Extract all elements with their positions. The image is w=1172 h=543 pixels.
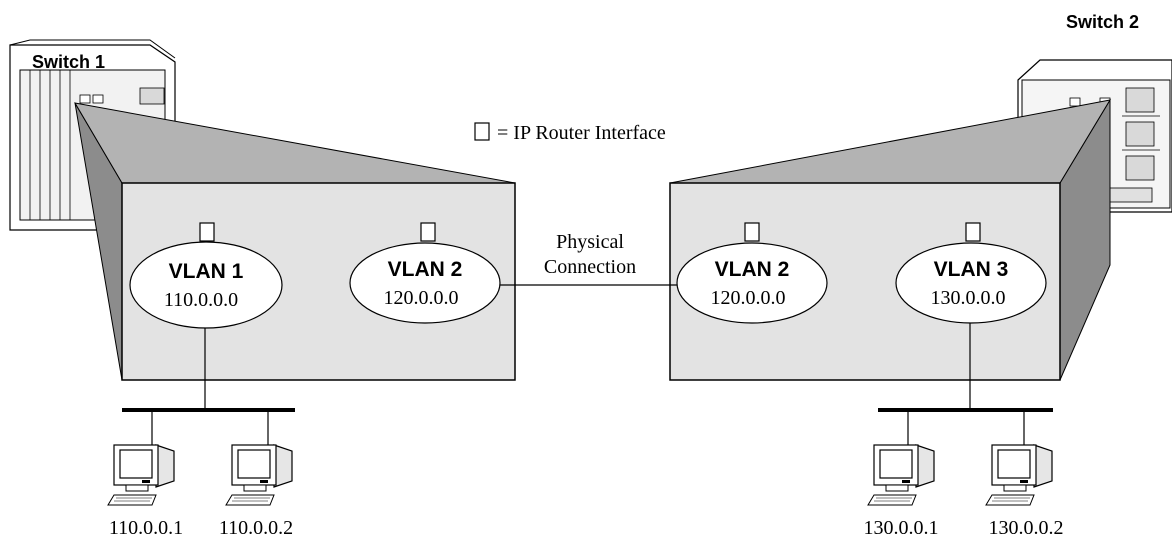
host-computer-icon [867, 444, 935, 506]
host-ip-label: 130.0.0.2 [989, 517, 1064, 539]
host-ip-label: 130.0.0.1 [864, 517, 939, 539]
physical-connection-label-line1: Physical [556, 231, 624, 253]
vlan-name: VLAN 2 [715, 258, 790, 281]
host-ip-label: 110.0.0.1 [109, 517, 183, 539]
switch1-label: Switch 1 [32, 52, 105, 72]
host-computer-icon [107, 444, 175, 506]
host-computer-icon [985, 444, 1053, 506]
router-interface-icon [199, 222, 215, 242]
vlan-name: VLAN 3 [934, 258, 1009, 281]
host-computer-icon [225, 444, 293, 506]
legend-label: = IP Router Interface [497, 122, 666, 144]
router-interface-icon [744, 222, 760, 242]
vlan-name: VLAN 2 [388, 258, 463, 281]
router-interface-legend-icon [474, 122, 490, 141]
lan-segment-110 [122, 328, 295, 445]
switch1-vlan2: VLAN 2 120.0.0.0 [349, 242, 501, 324]
physical-connection-label-line2: Connection [544, 256, 636, 278]
host-ip-label: 110.0.0.2 [219, 517, 293, 539]
vlan-subnet: 130.0.0.0 [931, 287, 1006, 309]
switch2-vlan2: VLAN 2 120.0.0.0 [676, 242, 828, 324]
switch1-zoom-box [74, 102, 516, 381]
switch2-zoom-box [669, 98, 1112, 381]
switch2-vlan3: VLAN 3 130.0.0.0 [895, 242, 1047, 324]
switch1-vlan1: VLAN 1 110.0.0.0 [129, 241, 283, 329]
router-interface-icon [965, 222, 981, 242]
router-interface-icon [420, 222, 436, 242]
vlan-subnet: 120.0.0.0 [711, 287, 786, 309]
vlan-subnet: 110.0.0.0 [164, 289, 238, 311]
lan-segment-130 [878, 323, 1053, 445]
switch2-label: Switch 2 [1066, 12, 1139, 32]
vlan-name: VLAN 1 [169, 260, 244, 283]
vlan-subnet: 120.0.0.0 [384, 287, 459, 309]
